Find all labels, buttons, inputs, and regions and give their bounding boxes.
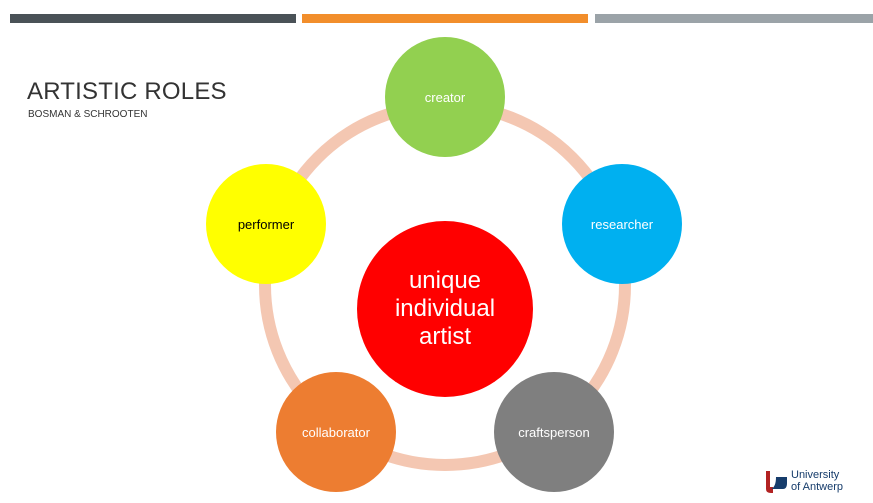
university-logo: University of Antwerp (763, 469, 873, 499)
top-bar-dark (10, 14, 296, 23)
center-line-1: unique (408, 267, 482, 294)
node-researcher: researcher (562, 164, 682, 284)
center-line-2: individual (394, 295, 496, 322)
center-line-3: artist (418, 323, 471, 350)
slide-title: ARTISTIC ROLES (27, 78, 227, 105)
university-logo-icon (766, 471, 787, 493)
node-creator: creator (385, 37, 505, 157)
node-creator-label: creator (424, 89, 466, 105)
node-collaborator-label: collaborator (302, 424, 370, 440)
node-performer-label: performer (237, 216, 295, 232)
top-bar-gray (595, 14, 873, 23)
node-performer: performer (206, 164, 326, 284)
university-logo-text: University of Antwerp (791, 469, 843, 493)
top-bar-orange (302, 14, 588, 23)
node-researcher-label: researcher (590, 216, 654, 232)
node-craftsperson-label: craftsperson (518, 424, 590, 440)
node-center-label: unique individual artist (395, 267, 495, 351)
slide-subtitle: BOSMAN & SCHROOTEN (28, 109, 148, 120)
node-center: unique individual artist (357, 221, 533, 397)
university-logo-line-2: of Antwerp (791, 481, 843, 493)
node-craftsperson: craftsperson (494, 372, 614, 492)
node-collaborator: collaborator (276, 372, 396, 492)
university-logo-line-1: University (791, 469, 840, 481)
